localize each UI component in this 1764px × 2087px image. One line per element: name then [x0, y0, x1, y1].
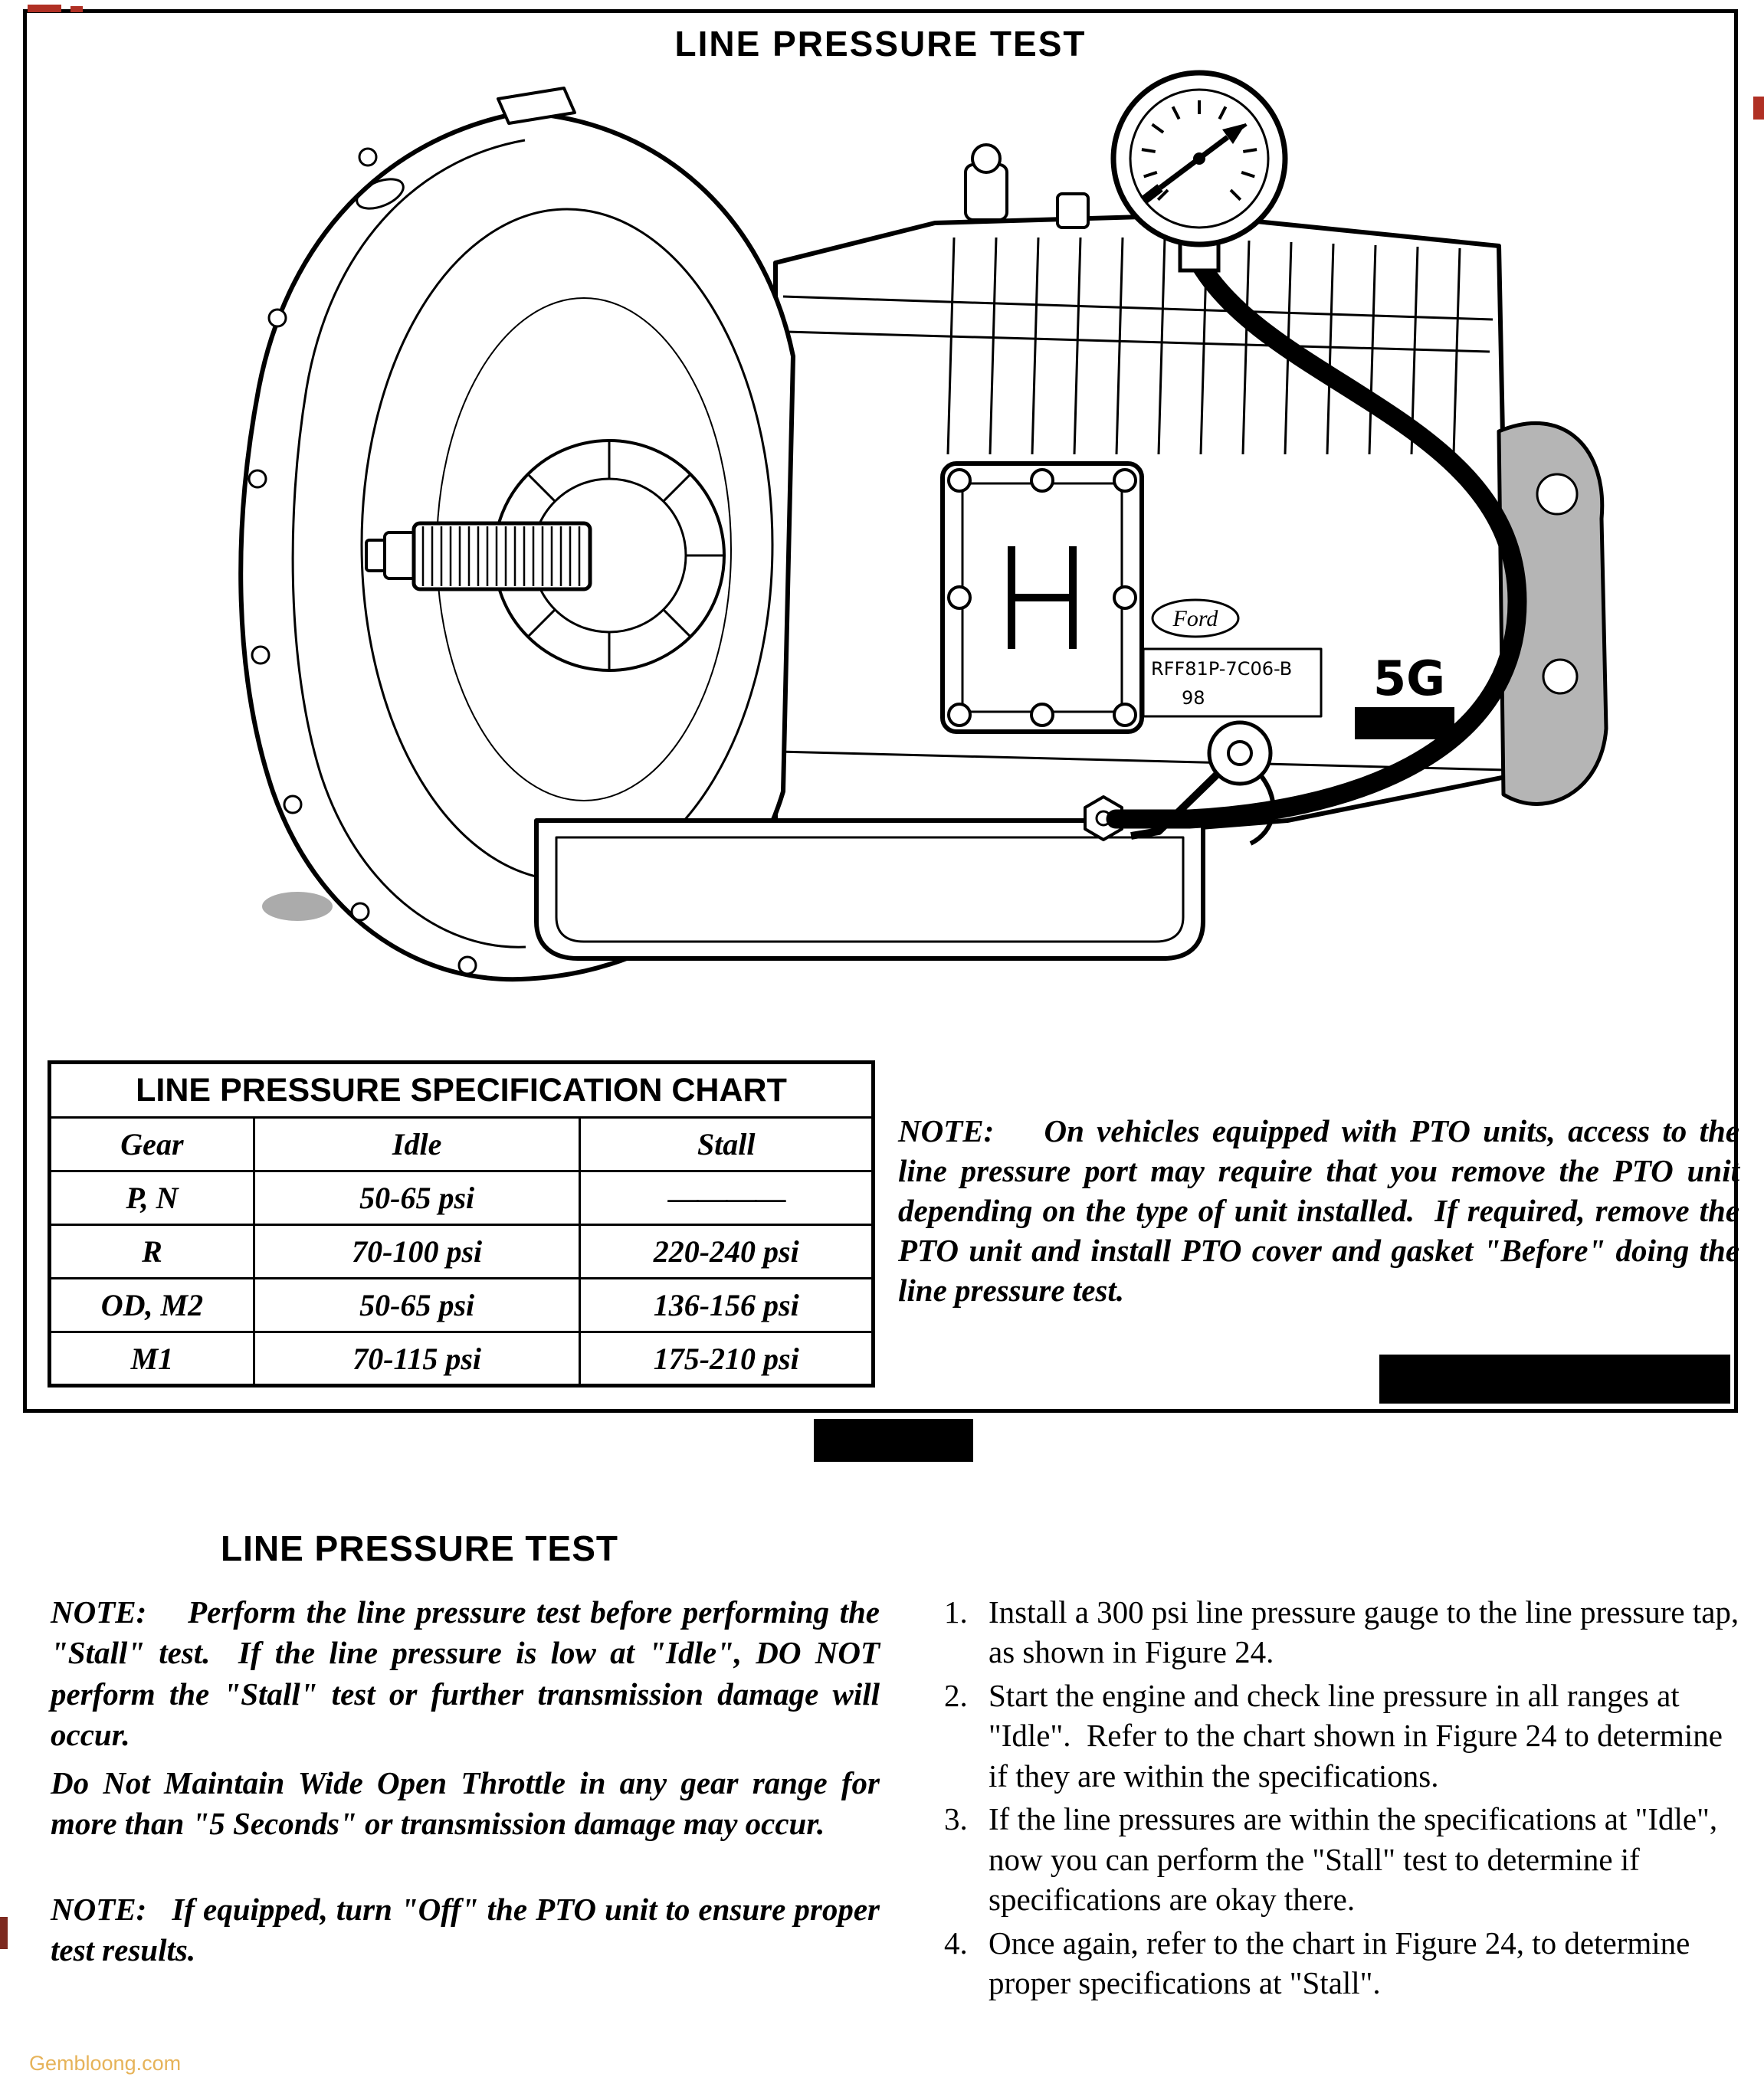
- step-number: 2.: [944, 1677, 968, 1713]
- spec-table-title: LINE PRESSURE SPECIFICATION CHART: [48, 1061, 874, 1119]
- col-header-idle: Idle: [252, 1116, 582, 1172]
- cell-gear: R: [48, 1224, 255, 1279]
- procedure-steps: 1. Install a 300 psi line pressure gauge…: [944, 1592, 1747, 2007]
- part-number-label: RFF81P-7C06-B: [1151, 658, 1292, 680]
- table-row: M1 70-115 psi 175-210 psi: [48, 1331, 874, 1387]
- pto-cover-plate: [940, 461, 1144, 734]
- lifting-tab: [497, 87, 576, 125]
- output-shaft: [365, 521, 592, 591]
- note-stall-test: NOTE: Perform the line pressure test bef…: [51, 1594, 880, 1752]
- cell-stall: 136-156 psi: [579, 1277, 874, 1333]
- oil-pan: [534, 818, 1205, 961]
- table-row: OD, M2 50-65 psi 136-156 psi: [48, 1277, 874, 1333]
- step-item: 3. If the line pressures are within the …: [944, 1799, 1747, 1919]
- cell-gear: OD, M2: [48, 1277, 255, 1333]
- cell-stall: 220-240 psi: [579, 1224, 874, 1279]
- table-row: P, N 50-65 psi ————: [48, 1170, 874, 1226]
- cell-idle: 50-65 psi: [252, 1170, 582, 1226]
- col-header-stall: Stall: [579, 1116, 874, 1172]
- figure-title: LINE PRESSURE TEST: [674, 24, 1087, 64]
- cell-stall: ————: [579, 1170, 874, 1226]
- warning-throttle: Do Not Maintain Wide Open Throttle in an…: [51, 1765, 880, 1842]
- step-item: 2. Start the engine and check line press…: [944, 1676, 1747, 1796]
- step-number: 4.: [944, 1925, 968, 1961]
- pressure-gauge: [1110, 70, 1288, 273]
- scan-mark: [28, 5, 61, 12]
- scan-mark: [0, 1917, 8, 1949]
- col-header-gear: Gear: [48, 1116, 255, 1172]
- redaction-bar: [1379, 1355, 1730, 1404]
- id-tag: Ford RFF81P-7C06-B 98 5G: [1142, 598, 1454, 739]
- cell-stall: 175-210 psi: [579, 1331, 874, 1387]
- cell-idle: 50-65 psi: [252, 1277, 582, 1333]
- gauge-needle: [1140, 123, 1246, 205]
- cell-idle: 70-115 psi: [252, 1331, 582, 1387]
- step-text: Once again, refer to the chart in Figure…: [989, 1925, 1690, 2001]
- cell-gear: M1: [48, 1331, 255, 1387]
- step-text: If the line pressures are within the spe…: [989, 1801, 1718, 1918]
- drain-plug: [262, 892, 333, 921]
- step-number: 3.: [944, 1801, 968, 1837]
- pto-note: NOTE: On vehicles equipped with PTO unit…: [898, 1113, 1739, 1309]
- spec-table: LINE PRESSURE SPECIFICATION CHART Gear I…: [48, 1060, 875, 1388]
- step-item: 4. Once again, refer to the chart in Fig…: [944, 1923, 1747, 2003]
- step-text: Start the engine and check line pressure…: [989, 1677, 1723, 1794]
- cell-gear: P, N: [48, 1170, 255, 1226]
- figure-area: Ford RFF81P-7C06-B 98 5G: [107, 65, 1686, 1053]
- part-code-label: 98: [1182, 687, 1205, 709]
- shift-linkage: [1130, 720, 1276, 846]
- step-number: 1.: [944, 1594, 968, 1630]
- step-item: 1. Install a 300 psi line pressure gauge…: [944, 1592, 1747, 1673]
- redaction-bar: [814, 1419, 973, 1462]
- step-text: Install a 300 psi line pressure gauge to…: [989, 1594, 1739, 1670]
- transmission-figure: Ford RFF81P-7C06-B 98 5G: [238, 70, 1608, 982]
- cell-idle: 70-100 psi: [252, 1224, 582, 1279]
- procedure-notes: NOTE: Perform the line pressure test bef…: [51, 1592, 880, 1978]
- scan-mark: [1753, 97, 1764, 120]
- table-row: R 70-100 psi 220-240 psi: [48, 1224, 874, 1279]
- transmission-drawing: Ford RFF81P-7C06-B 98 5G: [238, 87, 1608, 982]
- scan-mark: [70, 6, 83, 12]
- tail-housing: [1497, 421, 1608, 806]
- table-header-row: Gear Idle Stall: [48, 1116, 874, 1172]
- barcode: [1355, 707, 1454, 739]
- brand-label: Ford: [1172, 606, 1219, 631]
- tag-label: 5G: [1373, 650, 1445, 706]
- note-pto-off: NOTE: If equipped, turn "Off" the PTO un…: [51, 1891, 880, 1968]
- procedure-title: LINE PRESSURE TEST: [221, 1528, 618, 1568]
- gauge-hose: [1106, 253, 1527, 829]
- watermark: Gembloong.com: [29, 2052, 182, 2075]
